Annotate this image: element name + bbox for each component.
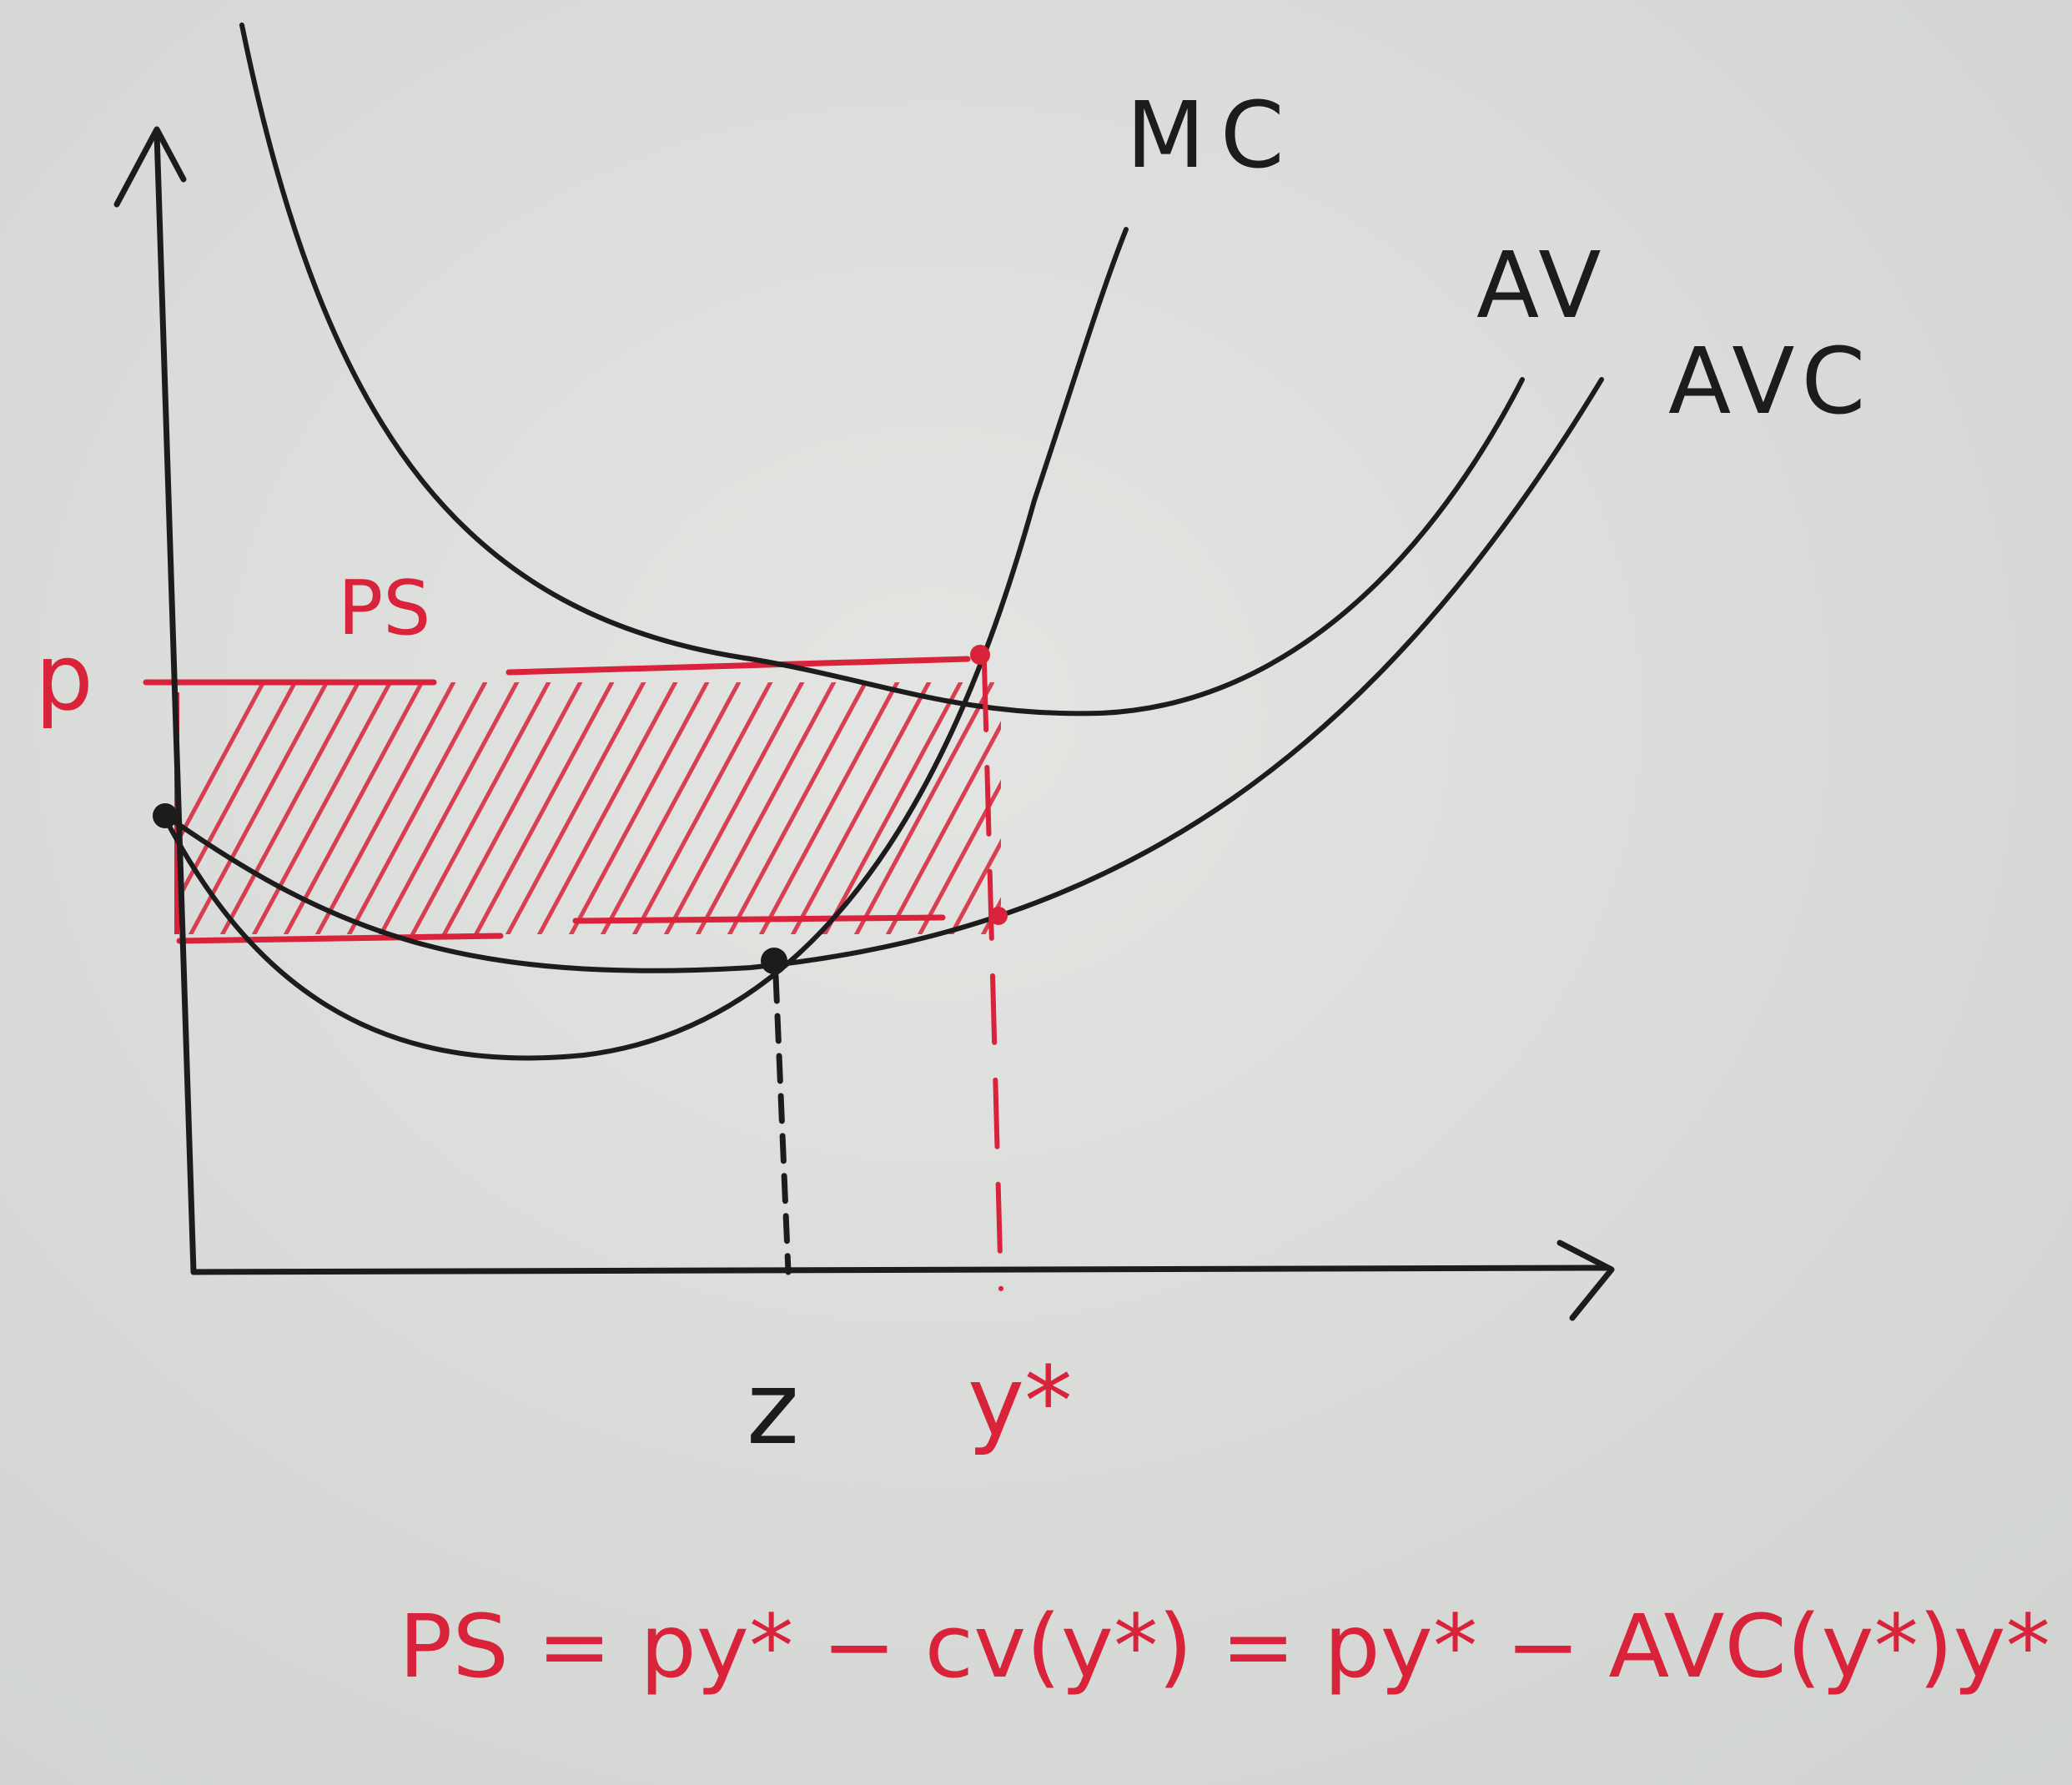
ps-label: PS [338, 565, 430, 652]
ps-hatch-stroke [663, 682, 805, 934]
y-axis [153, 130, 197, 1275]
av-curve [239, 23, 1525, 717]
ps-hatch-stroke [378, 682, 520, 934]
ps-hatch-stroke [822, 682, 963, 934]
key-points [153, 645, 1008, 974]
ps-hatch-stroke [758, 682, 900, 934]
cost-curves [160, 23, 1604, 1061]
mc-avc-origin-point [153, 803, 178, 828]
y-axis-arrowhead [113, 126, 187, 208]
ps-hatch-stroke [410, 682, 551, 934]
ps-hatch-stroke [219, 682, 361, 934]
ps-hatch-stroke [631, 682, 773, 934]
ps-hatch-stroke [283, 682, 425, 934]
av-label: AV [1476, 232, 1606, 339]
z-label: z [747, 1351, 799, 1467]
ps-shaded-region [143, 656, 1001, 944]
ystar-guide [982, 661, 1003, 1291]
avc-label: AVC [1668, 328, 1872, 435]
ps-formula: PS = py* − cv(y*) = py* − AVC(y*)y* [399, 1596, 2050, 1697]
ps-hatch-stroke [314, 682, 456, 934]
labels: MC AV AVC p PS z y* PS = py* − cv(y*) = … [35, 82, 2050, 1697]
guide-lines [772, 661, 1003, 1291]
ps-bottom-edge [176, 914, 946, 944]
avc-curve [160, 377, 1604, 973]
mc-price-intersection-point [970, 645, 990, 665]
ps-hatch-stroke [536, 682, 678, 934]
price-label: p [35, 624, 93, 731]
avc-ystar-point [989, 907, 1008, 925]
ps-hatch-stroke [853, 682, 995, 934]
x-axis [190, 1265, 1609, 1275]
ps-hatch-stroke [885, 721, 1001, 934]
ps-hatch-stroke [473, 682, 615, 934]
ps-hatch-stroke [346, 682, 488, 934]
ps-hatch-stroke [948, 837, 1001, 934]
ps-hatch-stroke [175, 682, 266, 851]
ps-hatch-stroke [695, 682, 837, 934]
ps-hatch-stroke [505, 682, 646, 934]
ps-hatch-stroke [568, 682, 710, 934]
z-guide [772, 973, 792, 1275]
mc-label: MC [1126, 82, 1300, 189]
mc-curve [160, 227, 1129, 1061]
ps-hatch-stroke [251, 682, 393, 934]
ps-hatch-stroke [600, 682, 742, 934]
axes [113, 126, 1615, 1321]
mc-avc-min-point [761, 948, 787, 974]
ps-hatch-stroke [790, 682, 932, 934]
x-axis-arrowhead [1557, 1239, 1615, 1321]
ps-top-edge [143, 656, 971, 686]
ps-hatch-stroke [441, 682, 583, 934]
ystar-label: y* [968, 1346, 1073, 1458]
ps-hatch-stroke [727, 682, 868, 934]
